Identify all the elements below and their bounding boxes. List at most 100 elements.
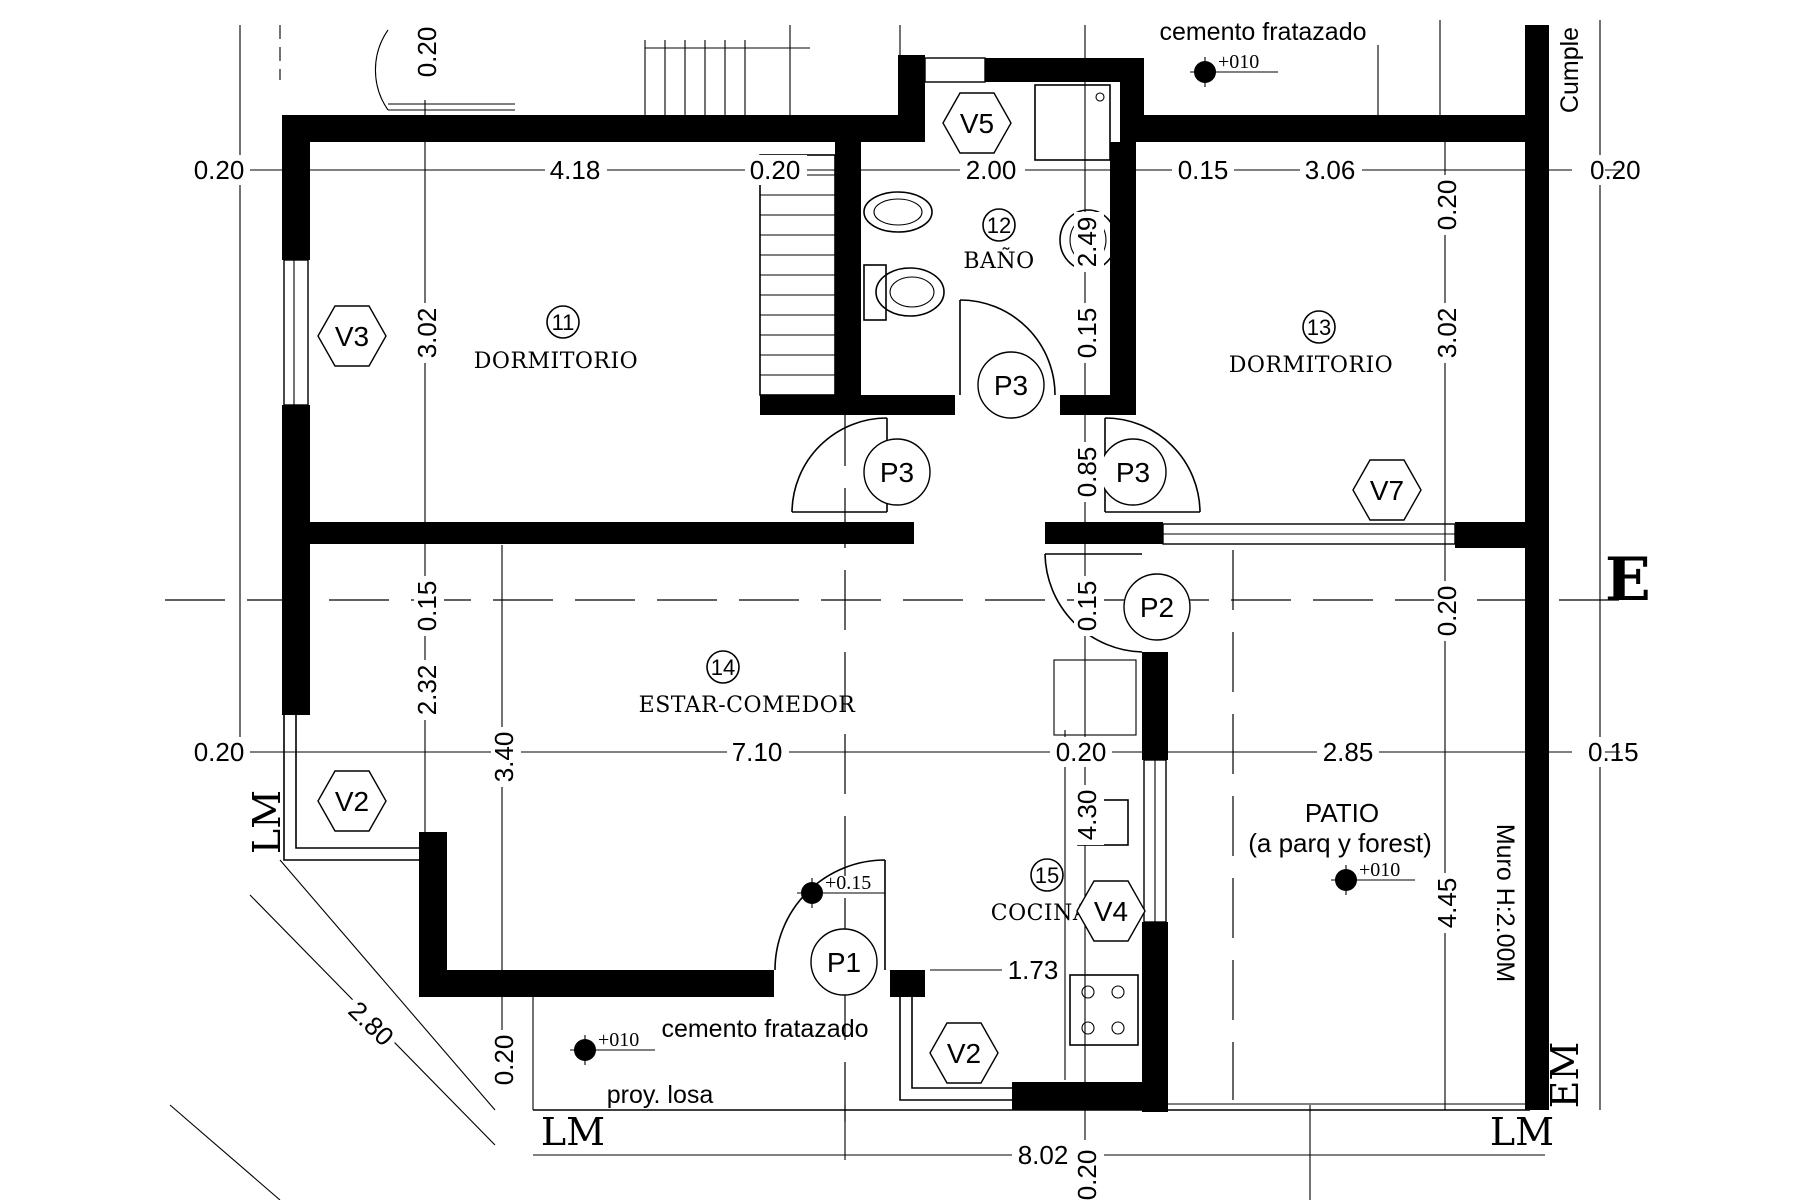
door-tag-p2: P2 [1123, 573, 1191, 641]
window-tag-v7: V7 [1352, 459, 1422, 521]
window-tag-v5: V5 [942, 92, 1012, 154]
room-number: 12 [987, 213, 1011, 238]
note-cement-top: cemento fratazado [1159, 18, 1366, 46]
svg-text:P3: P3 [994, 370, 1028, 401]
door-tag-p1: P1 [810, 928, 878, 996]
svg-text:8.02: 8.02 [1018, 1140, 1069, 1170]
svg-text:0.20: 0.20 [194, 155, 245, 185]
svg-text:3.06: 3.06 [1305, 155, 1356, 185]
room-number: 13 [1307, 315, 1331, 340]
room-13: 13 DORMITORIO [1229, 310, 1393, 378]
svg-text:V5: V5 [960, 108, 994, 139]
svg-text:4.18: 4.18 [550, 155, 601, 185]
svg-text:0.15: 0.15 [1072, 308, 1102, 359]
room-12: 12 BAÑO [963, 208, 1034, 274]
svg-text:4.30: 4.30 [1072, 790, 1102, 841]
room-name: COCINA [991, 901, 1090, 926]
vertical-dimensions: 0.20 3.02 0.15 2.32 3.40 2.49 0.15 0.85 … [337, 22, 1464, 1200]
note-cement-bottom: cemento fratazado [661, 1015, 868, 1043]
room-name: DORMITORIO [1229, 353, 1393, 378]
svg-text:0.20: 0.20 [1432, 180, 1462, 231]
svg-text:0.15: 0.15 [412, 581, 442, 632]
svg-text:V3: V3 [335, 321, 369, 352]
svg-text:0.20: 0.20 [194, 737, 245, 767]
horizontal-dimensions: 0.20 4.18 0.20 2.00 0.15 3.06 0.20 0.20 … [188, 155, 1641, 1170]
svg-text:V4: V4 [1094, 896, 1128, 927]
label-em: EM [1543, 1042, 1587, 1109]
walls [282, 25, 1549, 1112]
door-swing-p3-bano [959, 299, 1056, 396]
label-lm-bottom-left: LM [541, 1110, 605, 1154]
svg-text:0.85: 0.85 [1072, 447, 1102, 498]
svg-text:0.20: 0.20 [1072, 1150, 1102, 1200]
door-tag-p3-dorm13: P3 [1099, 438, 1167, 506]
doors [774, 299, 1201, 971]
room-11: 11 DORMITORIO [474, 305, 638, 374]
svg-text:+010: +010 [598, 1029, 639, 1051]
svg-text:0.20: 0.20 [1590, 155, 1641, 185]
window-tag-v2-living: V2 [317, 770, 387, 832]
svg-text:0.20: 0.20 [489, 1035, 519, 1086]
svg-text:3.02: 3.02 [412, 308, 442, 359]
svg-text:0.20: 0.20 [750, 155, 801, 185]
svg-text:0.20: 0.20 [1432, 586, 1462, 637]
windows [279, 57, 1530, 1111]
svg-text:V2: V2 [947, 1038, 981, 1069]
svg-text:2.85: 2.85 [1323, 737, 1374, 767]
svg-text:P1: P1 [827, 947, 861, 978]
level-marker-patio: +010 [1331, 859, 1415, 895]
svg-text:0.15: 0.15 [1588, 737, 1639, 767]
room-number: 15 [1035, 863, 1059, 888]
svg-text:2.32: 2.32 [412, 665, 442, 716]
room-number: 14 [711, 655, 735, 680]
svg-text:0.20: 0.20 [412, 27, 442, 78]
svg-text:0.20: 0.20 [1056, 737, 1107, 767]
door-tag-p3-dorm11: P3 [863, 438, 931, 506]
note-proy-losa: proy. losa [607, 1081, 714, 1109]
svg-text:V2: V2 [335, 786, 369, 817]
door-tag-p3-bano: P3 [977, 351, 1045, 419]
patio-label: PATIO (a parq y forest) [1248, 798, 1432, 858]
room-name: ESTAR-COMEDOR [639, 693, 857, 718]
level-marker-estar: +0.15 [797, 872, 885, 908]
svg-text:0.15: 0.15 [1072, 581, 1102, 632]
svg-text:2.00: 2.00 [966, 155, 1017, 185]
svg-text:0.15: 0.15 [1178, 155, 1229, 185]
svg-text:1.73: 1.73 [1008, 955, 1059, 985]
window-tag-v3: V3 [317, 305, 387, 367]
level-markers: +010 +0.15 +010 +010 [570, 51, 1415, 1065]
svg-text:+010: +010 [1218, 51, 1259, 73]
label-lm-left: LM [245, 790, 289, 854]
svg-text:+0.15: +0.15 [825, 872, 871, 894]
room-15: 15 COCINA [991, 858, 1090, 926]
svg-text:3.40: 3.40 [489, 732, 519, 783]
svg-text:2.49: 2.49 [1072, 217, 1102, 268]
svg-text:4.45: 4.45 [1432, 878, 1462, 929]
room-name: BAÑO [963, 246, 1034, 274]
opening-tags: V5 V3 V7 V2 V2 V4 P3 P3 [317, 92, 1422, 1084]
patio-name: PATIO [1305, 798, 1379, 828]
note-muro: Muro H:2.00M [1491, 824, 1519, 982]
label-edge-letter: E [1605, 545, 1651, 615]
svg-text:P3: P3 [880, 457, 914, 488]
room-number: 11 [552, 310, 575, 335]
bidet-icon [863, 191, 933, 233]
note-cumple: Cumple [1556, 27, 1584, 113]
context-lines [169, 20, 1601, 1200]
window-tag-v2-kitchen: V2 [929, 1022, 999, 1084]
svg-text:3.02: 3.02 [1432, 308, 1462, 359]
svg-text:P2: P2 [1140, 592, 1174, 623]
stairs [759, 154, 836, 396]
patio-detail: (a parq y forest) [1248, 828, 1432, 858]
notes: cemento fratazado cemento fratazado proy… [245, 15, 1651, 1154]
room-14: 14 ESTAR-COMEDOR [639, 650, 857, 718]
svg-text:P3: P3 [1116, 457, 1150, 488]
svg-text:+010: +010 [1359, 859, 1400, 881]
axis-lines [165, 160, 1620, 1140]
room-name: DORMITORIO [474, 349, 638, 374]
level-marker-top: +010 [1190, 51, 1278, 87]
window-tag-v4: V4 [1076, 880, 1146, 942]
svg-text:V7: V7 [1370, 475, 1404, 506]
label-lm-bottom-right: LM [1490, 1110, 1554, 1154]
